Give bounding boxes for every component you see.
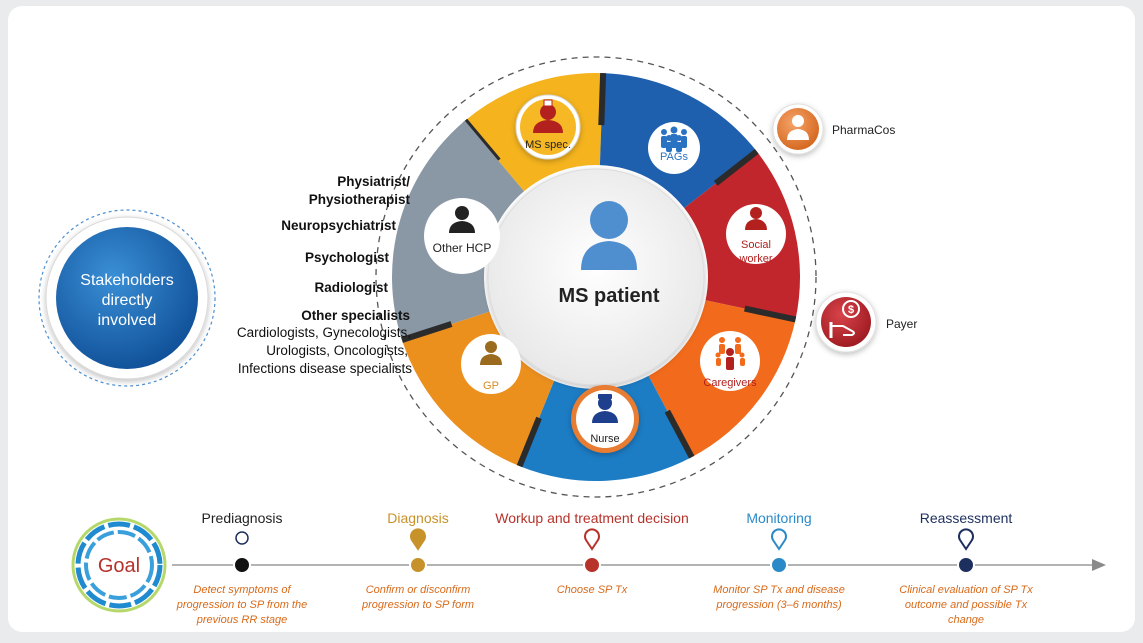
stage-description: outcome and possible Tx — [905, 599, 1028, 611]
segment-label: PAGs — [660, 151, 688, 163]
ring-separator — [744, 305, 797, 323]
patient-icon — [581, 201, 637, 270]
badge-line1: Stakeholders — [80, 272, 173, 289]
segment-label: Other HCP — [433, 241, 492, 255]
specialist-physiatrist-line2: Physiotherapist — [309, 192, 411, 207]
timeline-arrow-icon — [1092, 559, 1106, 571]
specialist-psychologist: Psychologist — [305, 250, 390, 265]
stage-description: Monitor SP Tx and disease — [713, 584, 845, 596]
person-icon — [787, 115, 809, 140]
segment-label: Caregivers — [703, 377, 757, 389]
segment-caregivers: Caregivers — [700, 331, 760, 391]
stage-node — [957, 556, 975, 574]
stakeholders-badge: Stakeholders directly involved — [38, 209, 216, 387]
stage-description: previous RR stage — [196, 614, 288, 626]
stage-description: Confirm or disconfirm — [366, 584, 471, 596]
segment-label-line1: Social — [741, 239, 771, 251]
stage-description: Detect symptoms of — [193, 584, 291, 596]
stakeholder-boundary-ring — [375, 56, 817, 498]
stage-node — [770, 556, 788, 574]
stage-title: Prediagnosis — [202, 510, 283, 526]
badge-line2: directly — [102, 292, 153, 309]
segment-gp: GP — [461, 334, 521, 394]
external-label: Payer — [886, 317, 917, 331]
stage-marker-icon — [235, 531, 249, 545]
svg-text:$: $ — [848, 304, 854, 316]
segment-label: Nurse — [590, 433, 619, 445]
stage-node — [409, 556, 427, 574]
stage-marker-icon — [410, 528, 426, 551]
ring-separator — [713, 149, 759, 186]
segment-nurse: Nurse — [571, 385, 639, 453]
doctor-icon — [449, 206, 475, 233]
ring-separator — [598, 73, 607, 126]
stage-marker-icon — [958, 528, 974, 551]
stage-description: progression (3–6 months) — [715, 599, 842, 611]
segment-label: MS spec. — [525, 139, 571, 151]
family-icon — [715, 337, 745, 370]
external-label: PharmaCos — [832, 123, 895, 137]
goal-label: Goal — [98, 555, 140, 577]
specialist-other-line1: Cardiologists, Gynecologists, — [237, 325, 411, 340]
specialist-other-line3: Infections disease specialists — [238, 361, 412, 376]
stage-title: Workup and treatment decision — [495, 510, 689, 526]
ring-separator — [401, 321, 453, 343]
goal-badge: Goal — [71, 517, 167, 613]
stage-marker-icon — [584, 528, 600, 551]
center-label: MS patient — [558, 285, 659, 307]
nurse-icon — [592, 394, 618, 423]
segment-social-worker: Social worker — [726, 204, 786, 265]
doctor-icon — [533, 99, 563, 133]
stage-node — [583, 556, 601, 574]
stage-description: progression to SP from the — [176, 599, 307, 611]
stage-marker-icon — [771, 528, 787, 551]
specialist-radiologist: Radiologist — [315, 280, 389, 295]
segment-label: GP — [483, 380, 499, 392]
badge-line3: involved — [98, 312, 157, 329]
specialist-physiatrist-line1: Physiatrist/ — [337, 174, 410, 189]
group-icon — [661, 126, 687, 152]
stage-title: Reassessment — [920, 510, 1013, 526]
specialist-list: Physiatrist/ Physiotherapist Neuropsychi… — [237, 174, 412, 376]
ring-separator — [664, 409, 695, 459]
ring-separator — [516, 416, 542, 468]
segment-label-line2: worker — [738, 253, 772, 265]
stage-description: Choose SP Tx — [557, 584, 628, 596]
center-patient: MS patient — [487, 168, 705, 386]
specialist-other-line2: Urologists, Oncologists, — [266, 343, 408, 358]
stage-description: Clinical evaluation of SP Tx — [899, 584, 1033, 596]
segment-pags: PAGs — [648, 122, 700, 174]
specialist-other-title: Other specialists — [301, 308, 410, 323]
external-payer: $ Payer — [815, 291, 917, 353]
stage-node — [233, 556, 251, 574]
segment-ms-spec: MS spec. — [515, 94, 581, 160]
stage-description: change — [948, 614, 984, 626]
hand-money-icon: $ — [829, 300, 860, 338]
specialist-neuropsychiatrist: Neuropsychiatrist — [281, 218, 396, 233]
person-icon — [745, 207, 767, 230]
stage-title: Monitoring — [746, 510, 811, 526]
external-pharmacos: PharmaCos — [772, 103, 895, 155]
stage-title: Diagnosis — [387, 510, 448, 526]
segment-other-hcp: Other HCP — [424, 198, 500, 274]
stage-description: progression to SP form — [361, 599, 474, 611]
doctor-icon — [480, 341, 502, 365]
